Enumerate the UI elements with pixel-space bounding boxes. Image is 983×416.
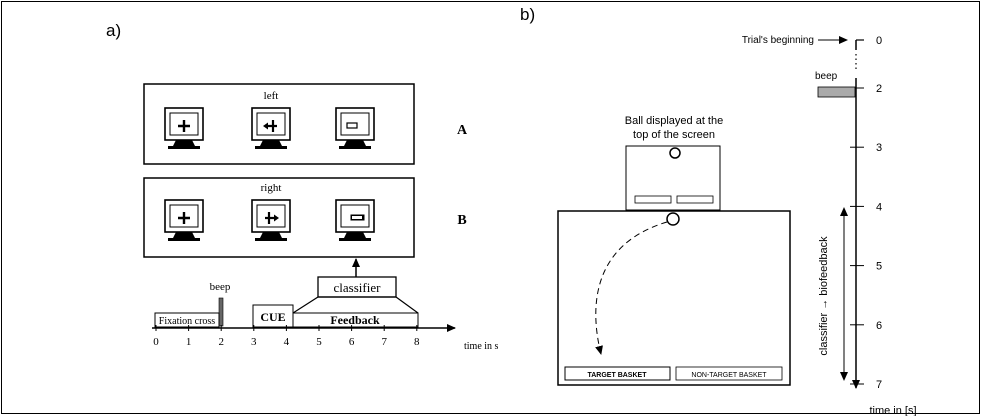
ball-icon: [666, 212, 680, 226]
beep-bar: [218, 297, 224, 327]
row-b-letter: B: [457, 213, 466, 228]
panel-a-tick-label: 2: [218, 336, 224, 348]
panel-a-tick-label: 7: [381, 336, 387, 348]
panel-b-tick-label: 2: [876, 83, 882, 95]
ball-top-icon: [669, 147, 681, 159]
fixation-cross-label: Fixation cross: [159, 316, 215, 327]
panel-a-tick-label: 1: [186, 336, 192, 348]
panel-b-tick-label: 5: [876, 261, 882, 273]
panel-b-tick-label: 0: [876, 35, 882, 47]
trial-beginning-label: Trial's beginning: [742, 35, 814, 46]
ball-caption-line1: Ball displayed at the: [625, 115, 723, 127]
target-basket-label: TARGET BASKET: [588, 372, 648, 379]
feedback-box: [292, 312, 419, 328]
panel-b-tick-label: 7: [876, 379, 882, 391]
panel-a-tick-label: 5: [316, 336, 322, 348]
panel-a-tick-label: 8: [414, 336, 420, 348]
cue-label: CUE: [260, 310, 285, 324]
row-b-cue-label: right: [261, 182, 282, 194]
panel-a-tick-label: 4: [284, 336, 290, 348]
small-basket-left: [634, 195, 672, 204]
big-screen: [557, 210, 791, 386]
row-a-letter: A: [457, 123, 468, 138]
panel-a-tick-label: 6: [349, 336, 355, 348]
non-target-basket-label: NON-TARGET BASKET: [691, 372, 767, 379]
panel-b-tick-label: 3: [876, 142, 882, 154]
biofeedback-vertical-label: classifier → biofeedback: [818, 236, 830, 356]
panel-b-beep-bar: [817, 86, 856, 98]
panel-a-ticks: 0 1 2 3 4 5 6 7 8: [153, 325, 420, 348]
panel-b-tick-label: 4: [876, 201, 882, 213]
row-a-cue-label: left: [264, 90, 279, 102]
panel-a-tick-label: 3: [251, 336, 257, 348]
row-b-feedback-monitor: [335, 199, 375, 242]
panel-b-beep-label: beep: [815, 71, 838, 82]
row-a-left-cue-monitor: [251, 107, 291, 150]
panel-b-axis-label: time in [s]: [869, 405, 916, 416]
classifier-label: classifier: [334, 280, 382, 295]
ball-caption-line2: top of the screen: [633, 129, 715, 141]
fixation-cross-box: [154, 312, 220, 328]
row-a-feedback-monitor: [335, 107, 375, 150]
ball-trajectory: [595, 221, 668, 355]
panel-a-label: a): [106, 21, 121, 40]
panel-a-tick-label: 0: [153, 336, 159, 348]
panel-a-beep-label: beep: [210, 281, 231, 293]
row-b-right-cue-monitor: [251, 199, 291, 242]
classifier-funnel: [292, 296, 419, 314]
row-b-fixation-monitor: [164, 199, 204, 242]
feedback-label: Feedback: [330, 313, 380, 327]
panel-b-label: b): [520, 5, 535, 24]
panel-b-tick-label: 6: [876, 320, 882, 332]
small-basket-right: [676, 195, 714, 204]
panel-a-axis-label: time in s: [464, 341, 499, 352]
target-basket-box: [564, 366, 671, 381]
non-target-basket-box: [675, 366, 783, 381]
row-a-fixation-monitor: [164, 107, 204, 150]
